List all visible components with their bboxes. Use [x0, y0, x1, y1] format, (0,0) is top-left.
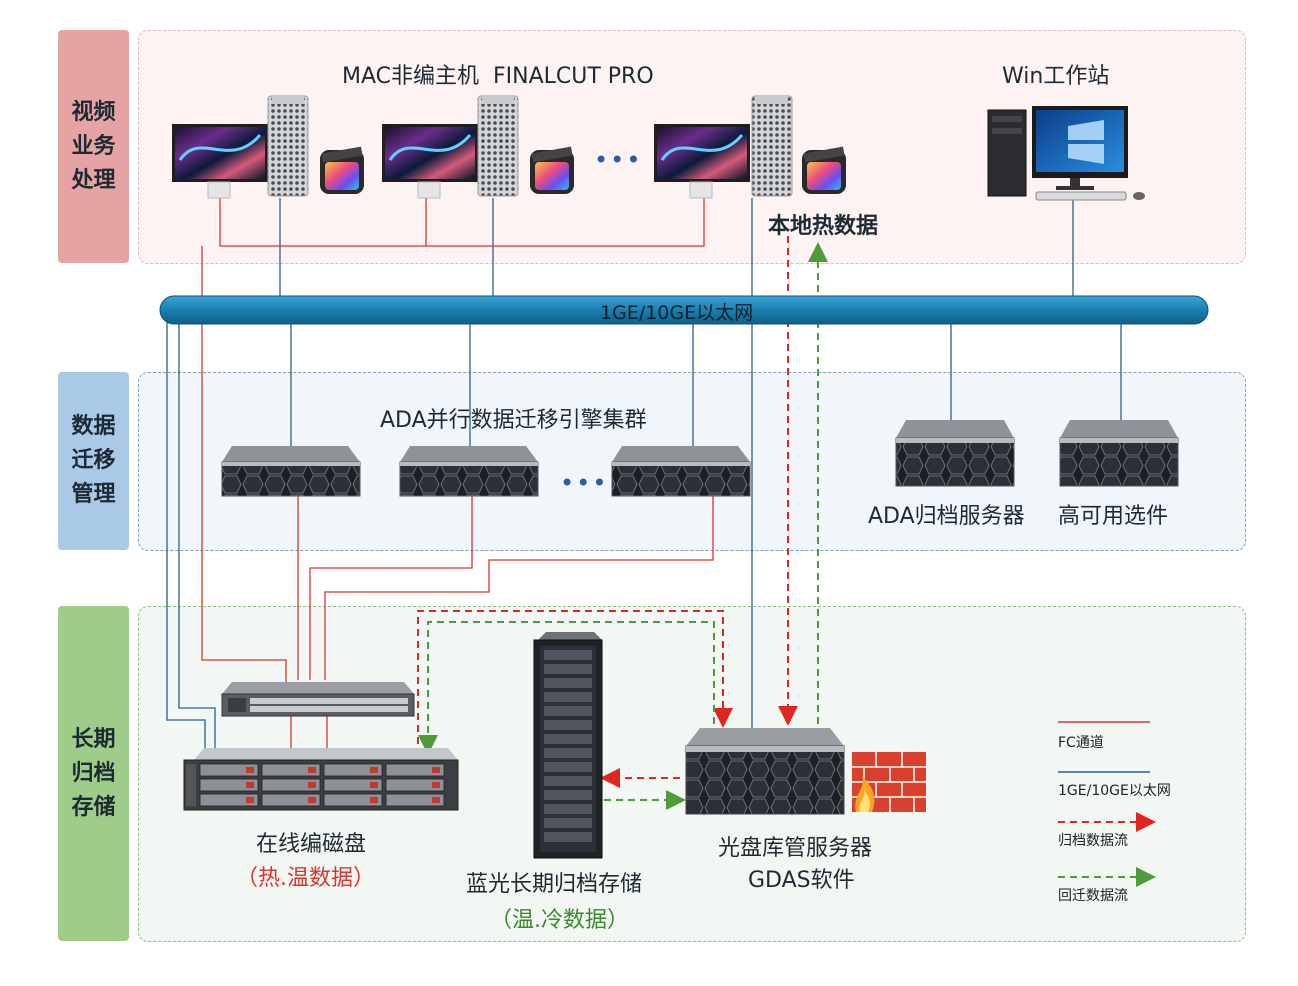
- ada-archive-server: [895, 420, 1015, 487]
- local-hot-label: 本地热数据: [768, 214, 879, 239]
- ada-server-2: [399, 446, 539, 497]
- online-disk-sub: （热.温数据）: [236, 866, 375, 891]
- ethernet-bus: [159, 295, 1209, 325]
- gdas-label: GDAS软件: [748, 868, 855, 893]
- section-tab-migration: 数据迁移管理: [58, 372, 129, 550]
- online-disk-array: [183, 748, 459, 811]
- fc-lines: [201, 196, 714, 752]
- ha-option-server: [1059, 420, 1179, 487]
- ha-option-label: 高可用选件: [1058, 504, 1169, 529]
- bluray-sub: （温.冷数据）: [490, 908, 629, 933]
- legend-fc: FC通道: [1058, 735, 1104, 751]
- firewall-icon: [852, 752, 926, 812]
- ada-archive-label: ADA归档服务器: [868, 504, 1025, 529]
- optical-server-label: 光盘库管服务器: [718, 836, 873, 861]
- ellipsis-mac: •••: [594, 146, 643, 174]
- section-tab-migration-label: 数据迁移管理: [71, 414, 116, 507]
- section-tab-storage-label: 长期归档存储: [71, 726, 116, 820]
- ellipsis-ada: •••: [560, 469, 609, 497]
- online-disk-label: 在线编磁盘: [256, 832, 367, 857]
- mac-host-3: [654, 95, 846, 199]
- network-switch: [221, 682, 415, 717]
- legend-recall: 回迁数据流: [1058, 888, 1128, 904]
- win-workstation: [987, 106, 1145, 201]
- ada-cluster-title: ADA并行数据迁移引擎集群: [380, 408, 647, 433]
- mac-host-1: [172, 95, 364, 199]
- mac-host-2: [382, 95, 574, 199]
- bluray-label: 蓝光长期归档存储: [466, 872, 643, 897]
- ada-server-3: [611, 446, 751, 497]
- mac-title: MAC非编主机 FINALCUT PRO: [342, 64, 654, 89]
- section-tab-storage: 长期归档存储: [58, 606, 129, 941]
- recall-flow-disk: [418, 621, 715, 755]
- ada-server-1: [221, 446, 361, 497]
- optical-server: [685, 728, 845, 815]
- ethernet-bus-label: 1GE/10GE以太网: [600, 302, 754, 324]
- section-tab-video: 视频业务处理: [58, 30, 129, 263]
- legend-eth: 1GE/10GE以太网: [1058, 783, 1171, 799]
- legend-archive: 归档数据流: [1058, 833, 1128, 849]
- win-title: Win工作站: [1002, 64, 1110, 89]
- ethernet-lines: [166, 198, 1122, 752]
- section-tab-video-label: 视频业务处理: [71, 99, 116, 193]
- bluray-library: [533, 632, 603, 859]
- archive-flow-disk: [417, 610, 733, 744]
